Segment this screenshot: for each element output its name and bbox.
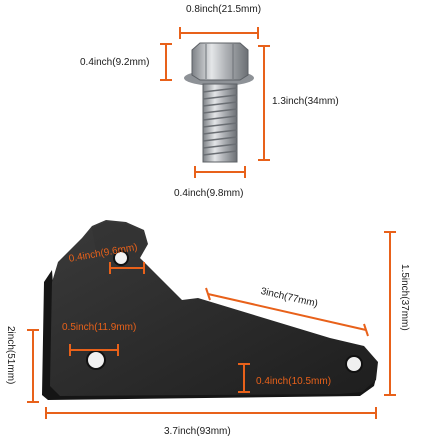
bracket-dimension-lines: [27, 231, 396, 419]
bracket-face: [50, 220, 378, 396]
bolt-hex-head: [191, 42, 249, 81]
bracket-bottom-hole-label: 0.5inch(11.9mm): [62, 322, 137, 333]
bracket-thickness-label: 0.4inch(10.5mm): [256, 376, 332, 387]
bolt-threads: [202, 87, 238, 156]
bolt-dimension-lines: [160, 27, 270, 178]
bolt-image: [184, 42, 254, 163]
bracket-height-right-label: 1.5inch(37mm): [399, 264, 410, 331]
bracket-total-width-label: 3.7inch(93mm): [164, 426, 231, 437]
bracket-top-hole: [113, 250, 129, 266]
bolt-head-height-label: 0.4inch(9.2mm): [80, 57, 150, 68]
bracket-height-left-label: 2inch(51mm): [5, 326, 16, 385]
bolt-head-width-label: 0.8inch(21.5mm): [186, 4, 262, 15]
bracket-bottom-right-hole: [345, 355, 363, 373]
bracket-image: [42, 220, 378, 400]
bolt-length-label: 1.3inch(34mm): [272, 96, 339, 107]
bracket-bottom-left-hole: [86, 350, 106, 370]
bolt-shank-diameter-label: 0.4inch(9.8mm): [174, 188, 244, 199]
